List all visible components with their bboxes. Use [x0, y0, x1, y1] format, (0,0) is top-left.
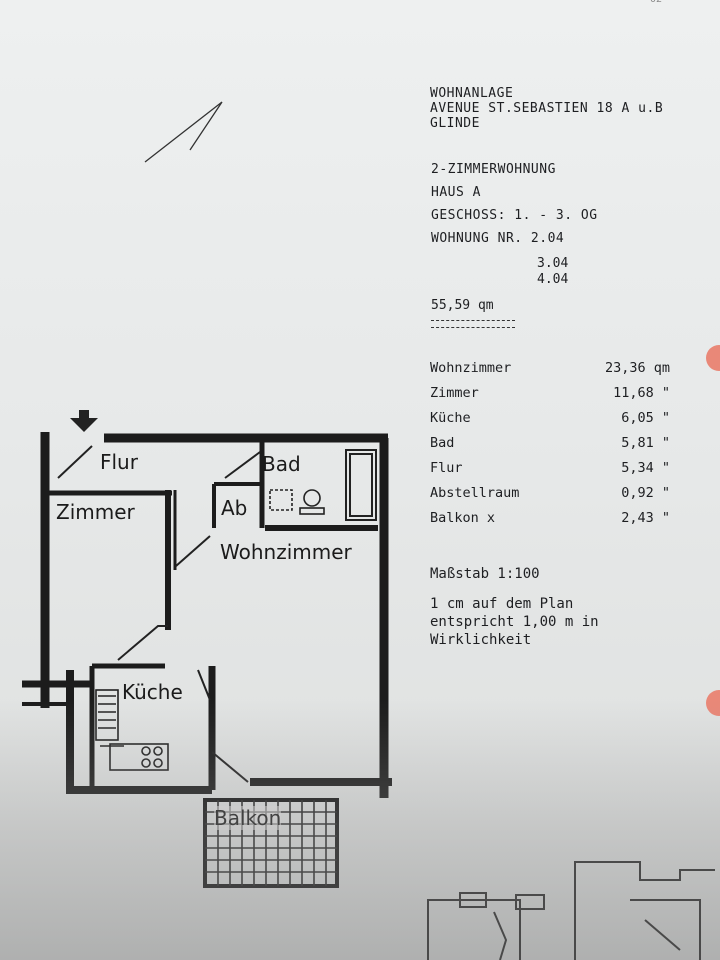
kitchen-counter-icon [95, 689, 169, 771]
room-area: 5,34 " [621, 460, 670, 476]
plan-label-flur: Flur [100, 450, 138, 474]
room-name: Bad [430, 435, 455, 451]
room-row: Bad 5,81 " [430, 435, 670, 460]
unit-type: 2-ZIMMERWOHNUNG [431, 162, 556, 177]
room-row: Flur 5,34 " [430, 460, 670, 485]
room-area: 2,43 " [621, 510, 670, 526]
room-area: 0,92 " [621, 485, 670, 501]
address-header: WOHNANLAGE AVENUE ST.SEBASTIEN 18 A u.B … [430, 86, 663, 131]
note-line: 1 cm auf dem Plan [430, 596, 574, 612]
room-row: Wohnzimmer 23,36 qm [430, 360, 670, 385]
outer-walls [22, 432, 392, 798]
room-row: Balkon x 2,43 " [430, 510, 670, 535]
scale-note: 1 cm auf dem Plan entspricht 1,00 m in W… [430, 595, 599, 649]
unit-house: HAUS A [431, 185, 481, 200]
plan-label-balkon: Balkon [214, 806, 282, 830]
note-line: Wirklichkeit [430, 632, 532, 648]
unit-number: WOHNUNG NR. 2.04 [431, 231, 565, 246]
unit-number: 3.04 [537, 256, 569, 271]
room-name: Balkon x [430, 510, 496, 526]
room-area: 6,05 " [621, 410, 670, 426]
plan-label-zimmer: Zimmer [56, 500, 135, 524]
interior-walls [48, 440, 378, 790]
binder-tab [706, 345, 720, 371]
room-name: Küche [430, 410, 471, 426]
bathroom-fixtures-icon [269, 489, 325, 515]
scale-text: Maßstab 1:100 [430, 566, 540, 582]
room-row: Abstellraum 0,92 " [430, 485, 670, 510]
header-line: WOHNANLAGE [430, 86, 514, 101]
room-name: Zimmer [430, 385, 479, 401]
neighbour-plan-fragment [427, 861, 715, 960]
unit-number: 4.04 [537, 272, 569, 287]
room-name: Wohnzimmer [430, 360, 512, 376]
room-row: Küche 6,05 " [430, 410, 670, 435]
note-line: entspricht 1,00 m in [430, 614, 599, 630]
entrance-arrow-icon [70, 410, 98, 432]
header-line: AVENUE ST.SEBASTIEN 18 A u.B [430, 101, 664, 116]
plan-label-kueche: Küche [122, 680, 183, 704]
plan-label-abstellraum: Ab [221, 496, 248, 520]
room-area: 5,81 " [621, 435, 670, 451]
pen-mark [144, 101, 223, 163]
plan-label-bad: Bad [262, 452, 301, 476]
room-name: Abstellraum [430, 485, 520, 501]
unit-info: 2-ZIMMERWOHNUNG HAUS A GESCHOSS: 1. - 3.… [431, 158, 598, 250]
double-underline [431, 320, 515, 328]
room-area-list: Wohnzimmer 23,36 qm Zimmer 11,68 " Küche… [430, 360, 670, 535]
room-area: 11,68 " [613, 385, 670, 401]
header-line: GLINDE [430, 116, 480, 131]
room-row: Zimmer 11,68 " [430, 385, 670, 410]
unit-numbers-extra: x 3.04 4.04 [537, 240, 568, 288]
total-area: 55,59 qm [431, 298, 494, 313]
room-area: 23,36 qm [604, 360, 670, 376]
room-name: Flur [430, 460, 463, 476]
plan-label-wohnzimmer: Wohnzimmer [220, 540, 352, 564]
binder-tab [706, 690, 720, 716]
bathtub-icon [345, 449, 377, 521]
door-swings [57, 445, 261, 783]
unit-floor: GESCHOSS: 1. - 3. OG [431, 208, 598, 223]
corner-mark: 02 [650, 0, 662, 5]
